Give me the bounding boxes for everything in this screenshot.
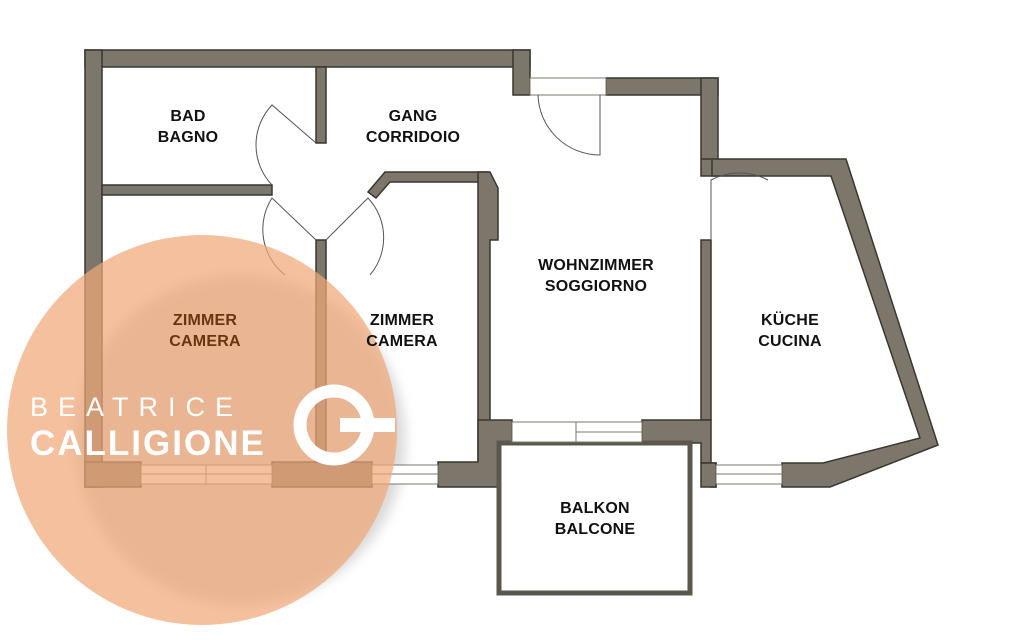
room-label-gang: GANG CORRIDOIO — [313, 106, 513, 148]
wall-top-left-return — [512, 49, 531, 96]
wall-bottom-right — [700, 462, 717, 488]
room-label-kueche: KÜCHE CUCINA — [690, 310, 890, 352]
room-name-it: CAMERA — [169, 333, 241, 350]
room-name-de: ZIMMER — [172, 312, 238, 329]
room-name-it: CAMERA — [366, 333, 438, 350]
window-entrance-frame — [529, 77, 607, 96]
room-label-balkon: BALKON BALCONE — [495, 498, 695, 540]
room-name-it: CORRIDOIO — [365, 129, 461, 146]
room-name-de: KÜCHE — [761, 312, 819, 329]
wall-zimmer-right — [366, 171, 489, 200]
room-name-de: BAD — [170, 108, 206, 125]
room-name-de: BALKON — [560, 500, 630, 517]
door-kueche — [710, 172, 769, 240]
room-name-de: ZIMMER — [369, 312, 435, 329]
watermark-circle — [7, 235, 397, 625]
room-name-de: WOHNZIMMER — [538, 257, 654, 274]
room-label-zimmer-right: ZIMMER CAMERA — [302, 310, 502, 352]
room-name-it: SOGGIORNO — [544, 278, 648, 295]
doors — [255, 94, 769, 276]
door-entrance — [537, 94, 601, 156]
logo-mark — [293, 384, 395, 466]
room-name-it: BALCONE — [554, 521, 636, 538]
balcony-rail — [496, 440, 693, 596]
room-name-it: BAGNO — [157, 129, 219, 146]
door-zimmer-right — [325, 197, 385, 276]
room-label-bad: BAD BAGNO — [88, 106, 288, 148]
door-bad — [255, 104, 317, 186]
wall-bad-gang — [315, 66, 327, 144]
wall-kitchen-outer — [701, 158, 939, 488]
watermark-last-name: CALLIGIONE — [30, 424, 266, 463]
wall-right-upper — [700, 77, 719, 177]
room-name-it: CUCINA — [758, 333, 822, 350]
wall-bad-zimmer — [101, 184, 273, 196]
window-balcony-door-a — [511, 421, 577, 443]
room-label-wohnzimmer: WOHNZIMMER SOGGIORNO — [496, 255, 696, 297]
watermark-first-name: BEATRICE — [30, 392, 244, 422]
room-label-zimmer-left: ZIMMER CAMERA — [105, 310, 305, 352]
wall-top-left — [84, 49, 531, 68]
room-name-de: GANG — [388, 108, 438, 125]
